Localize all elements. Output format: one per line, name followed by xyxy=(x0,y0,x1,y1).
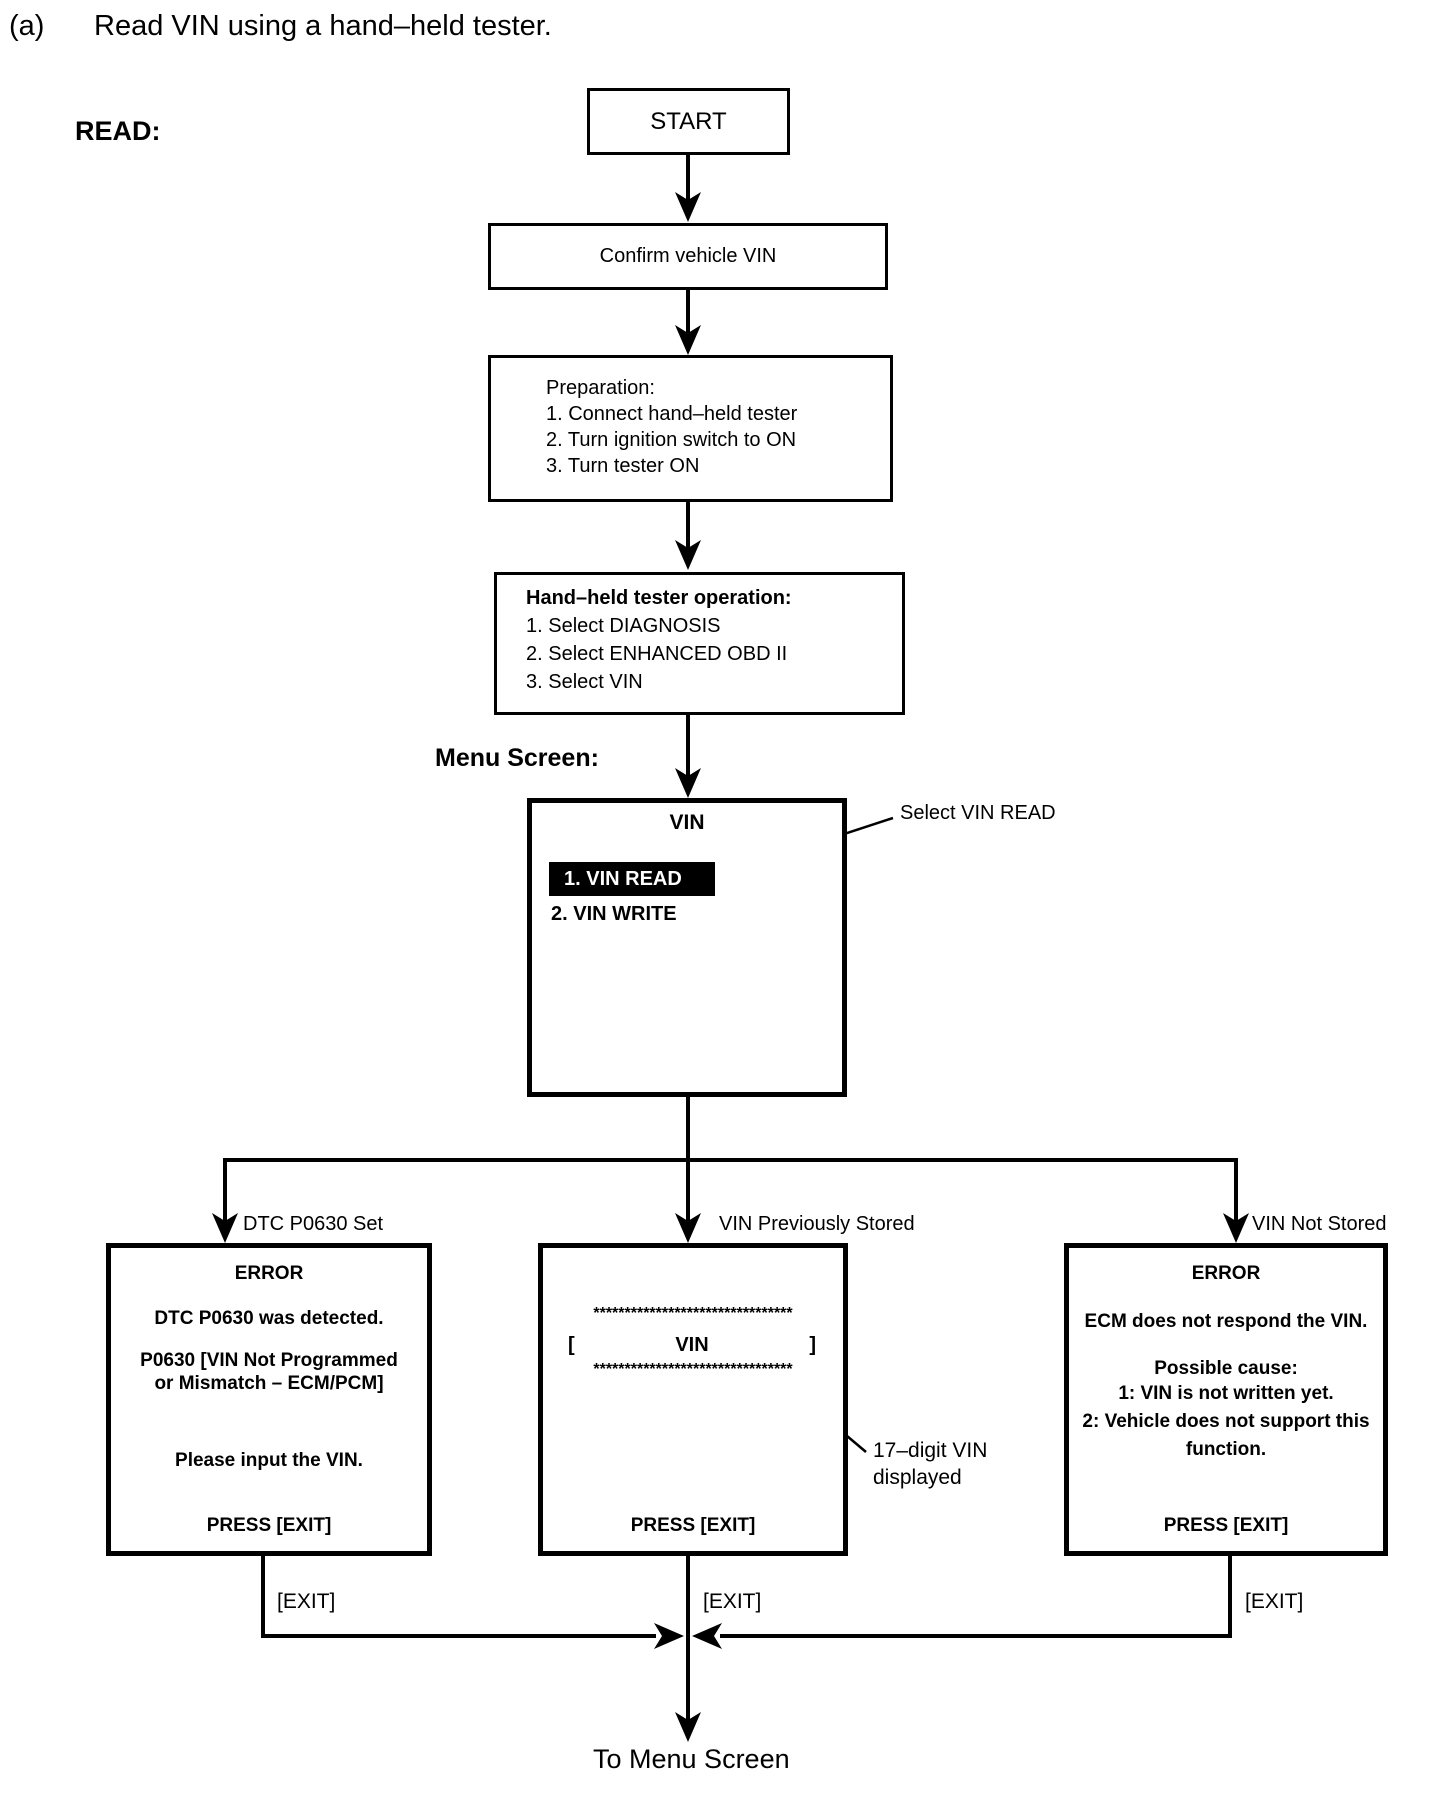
vin-display-box: ******************************** [ VIN ]… xyxy=(538,1243,848,1556)
vin-label: VIN xyxy=(675,1334,709,1356)
exit-label-left: [EXIT] xyxy=(277,1590,336,1613)
node-confirm-vin: Confirm vehicle VIN xyxy=(488,223,888,290)
node-preparation: Preparation: 1. Connect hand–held tester… xyxy=(488,355,893,502)
arrowhead-left-icon xyxy=(692,1623,722,1649)
annotation-17-digit-vin: 17–digit VIN displayed xyxy=(873,1437,987,1491)
arrowhead-right-icon xyxy=(654,1623,684,1649)
preparation-line: 1. Connect hand–held tester xyxy=(546,403,798,425)
error-box-line: ERROR xyxy=(234,1263,304,1284)
vin-display-asterisks: ******************************** xyxy=(593,1361,793,1378)
error-box-ecm-no-response: ERROR ECM does not respond the VIN. Poss… xyxy=(1064,1243,1388,1556)
arrowhead-down-icon xyxy=(675,768,701,798)
error-box-line: ECM does not respond the VIN. xyxy=(1084,1311,1368,1332)
node-confirm-vin-label: Confirm vehicle VIN xyxy=(599,245,777,267)
connector-exit-left xyxy=(261,1556,656,1638)
error-box-line: or Mismatch – ECM/PCM] xyxy=(154,1373,384,1394)
error-box-line: Please input the VIN. xyxy=(175,1450,363,1471)
vin-bracket-close: ] xyxy=(809,1334,816,1356)
vin-display-row: [ VIN ] xyxy=(543,1334,843,1357)
preparation-line: Preparation: xyxy=(546,377,655,399)
branch-label-vin-not-stored: VIN Not Stored xyxy=(1252,1213,1387,1235)
error-box-line: 1: VIN is not written yet. xyxy=(1118,1383,1334,1404)
preparation-line: 2. Turn ignition switch to ON xyxy=(546,429,797,451)
annotation-17-digit-vin-line1: 17–digit VIN xyxy=(873,1439,988,1462)
exit-label-middle: [EXIT] xyxy=(703,1590,762,1613)
arrowhead-down-icon xyxy=(212,1213,238,1243)
arrowhead-down-icon xyxy=(675,1712,701,1742)
menu-screen-box: VIN 1. VIN READ 2. VIN WRITE xyxy=(527,798,847,1097)
menu-screen-label: Menu Screen: xyxy=(435,744,599,772)
tester-operation-line: 3. Select VIN xyxy=(526,671,643,693)
step-label: (a) xyxy=(9,10,45,42)
vin-display-asterisks: ******************************** xyxy=(593,1305,793,1322)
error-box-line: Possible cause: xyxy=(1154,1358,1298,1379)
branch-label-vin-previously-stored: VIN Previously Stored xyxy=(719,1213,915,1235)
node-tester-operation: Hand–held tester operation: 1. Select DI… xyxy=(494,572,905,715)
to-menu-screen-label: To Menu Screen xyxy=(593,1744,790,1774)
menu-item-vin-write: 2. VIN WRITE xyxy=(551,903,677,926)
tester-operation-title: Hand–held tester operation: xyxy=(526,587,792,609)
node-start-label: START xyxy=(650,107,727,135)
arrowhead-down-icon xyxy=(675,192,701,222)
error-box-line: P0630 [VIN Not Programmed xyxy=(140,1350,398,1371)
error-box-line: 2: Vehicle does not support this xyxy=(1082,1411,1370,1432)
node-start: START xyxy=(587,88,790,155)
tester-operation-line: 2. Select ENHANCED OBD II xyxy=(526,643,788,665)
error-box-dtc-p0630: ERROR DTC P0630 was detected. P0630 [VIN… xyxy=(106,1243,432,1556)
annotation-select-vin-read: Select VIN READ xyxy=(900,802,1056,824)
annotation-17-digit-vin-line2: displayed xyxy=(873,1466,962,1489)
menu-item-vin-write-label: 2. VIN WRITE xyxy=(551,903,677,925)
vin-display-press-exit: PRESS [EXIT] xyxy=(630,1515,756,1536)
page-title: Read VIN using a hand–held tester. xyxy=(94,10,552,42)
error-box-line: function. xyxy=(1185,1439,1267,1460)
arrowhead-down-icon xyxy=(675,325,701,355)
preparation-line: 3. Turn tester ON xyxy=(546,455,700,477)
menu-item-vin-read-label: 1. VIN READ xyxy=(564,867,682,890)
branch-label-dtc-p0630: DTC P0630 Set xyxy=(243,1213,384,1235)
menu-title: VIN xyxy=(669,811,705,834)
vin-bracket-open: [ xyxy=(568,1334,575,1356)
exit-label-right: [EXIT] xyxy=(1245,1590,1304,1613)
error-box-press-exit: PRESS [EXIT] xyxy=(1163,1515,1289,1536)
arrowhead-down-icon xyxy=(1223,1213,1249,1243)
tester-operation-line: 1. Select DIAGNOSIS xyxy=(526,615,721,637)
error-box-line: ERROR xyxy=(1191,1263,1261,1284)
error-box-press-exit: PRESS [EXIT] xyxy=(206,1515,332,1536)
connector-exit-right xyxy=(720,1556,1232,1638)
section-label-read: READ: xyxy=(75,116,161,146)
arrowhead-down-icon xyxy=(675,1213,701,1243)
menu-item-vin-read: 1. VIN READ xyxy=(549,862,715,896)
arrowhead-down-icon xyxy=(675,540,701,570)
error-box-line: DTC P0630 was detected. xyxy=(154,1308,384,1329)
